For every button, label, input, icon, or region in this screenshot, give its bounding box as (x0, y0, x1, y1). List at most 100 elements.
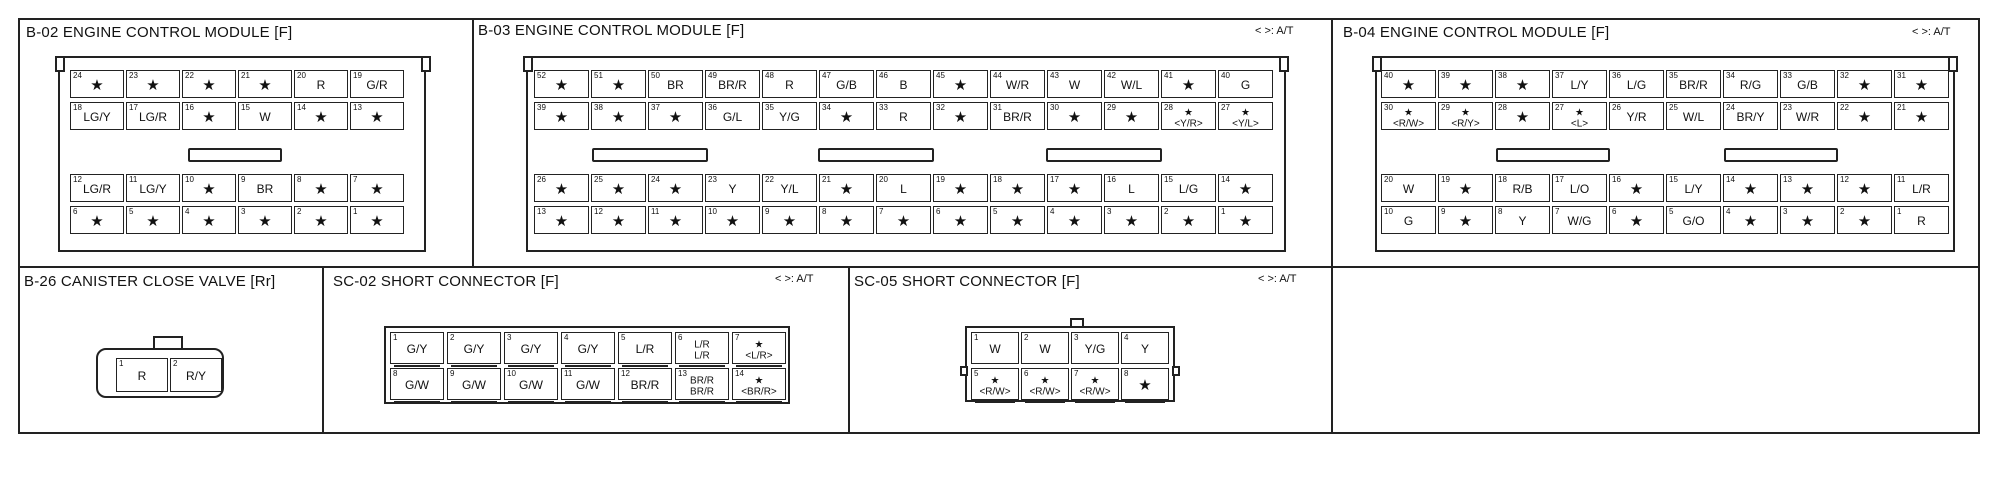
connector-pin: 37★ (648, 102, 703, 130)
wire-color: BR/R (1679, 78, 1708, 93)
wire-color: L/G (1626, 78, 1647, 93)
pin-number: 1 (1897, 207, 1902, 216)
wire-color: ★ (258, 77, 272, 95)
wire-color: ★ (1743, 181, 1758, 199)
wire-color: ★ (611, 213, 626, 231)
connector-pin: 51 ★ (591, 70, 646, 98)
wire-color: ★ (839, 181, 854, 199)
wire-color: R (899, 110, 908, 125)
at-note-b03: < >: A/T (1255, 25, 1294, 37)
connector-pin: 22★ (182, 70, 236, 98)
wire-color: ★ (1515, 109, 1530, 127)
pin-number: 12 (594, 207, 603, 216)
wire-color: ★ (90, 213, 104, 231)
pin-number: 18 (73, 103, 82, 112)
pin-number: 40 (1221, 71, 1230, 80)
wire-color: ★ (258, 213, 272, 231)
connector-pin: 34★ (819, 102, 874, 130)
b02-connector-tab-right (421, 56, 431, 72)
wire-color: L/R (635, 342, 655, 357)
connector-pin: 7★ (876, 206, 931, 234)
connector-pin: 45★ (933, 70, 988, 98)
wire-color: ★ (896, 213, 911, 231)
wire-color: G/W (462, 378, 486, 393)
wire-color: R/Y (185, 369, 206, 384)
divider (1331, 18, 1333, 266)
connector-pin: 2★ (294, 206, 348, 234)
pin-number: 10 (1384, 207, 1393, 216)
connector-pin: 39 ★ (534, 102, 589, 130)
wire-color: G/R (366, 78, 388, 93)
connector-pin: 6★ (933, 206, 988, 234)
wire-color: W (1402, 182, 1415, 197)
pin-number: 5 (621, 333, 626, 342)
wire-color: ★ (202, 213, 216, 231)
pin-number: 7 (1074, 369, 1079, 378)
pin-number: 21 (822, 175, 831, 184)
pin-number: 3 (1107, 207, 1112, 216)
pin-number: 20 (879, 175, 888, 184)
pin-number: 1 (1221, 207, 1226, 216)
wire-color: ★ (1914, 77, 1929, 95)
connector-pin: 28 ★ (1495, 102, 1550, 130)
pin-number: 11 (1897, 175, 1906, 184)
connector-pin: 2★ (1161, 206, 1216, 234)
wire-color: G/Y (406, 342, 428, 357)
pin-number: 4 (564, 333, 569, 342)
divider (1331, 266, 1333, 434)
wire-color: ★ (1629, 181, 1644, 199)
wire-color: ★ <L> (1570, 107, 1589, 130)
wire-color: ★ (668, 181, 683, 199)
wire-color: G/W (519, 378, 543, 393)
connector-pin: 14★ (294, 102, 348, 130)
pin-number: 51 (594, 71, 603, 80)
connector-pin: 16★ (1609, 174, 1664, 202)
wire-color: ★ <R/W> (979, 375, 1011, 398)
pin-number: 28 (1498, 103, 1507, 112)
wire-color: ★ (146, 213, 160, 231)
wire-color: BR/R (1003, 110, 1032, 125)
pin-number: 28 (1164, 103, 1173, 112)
wire-color: ★ (1743, 213, 1758, 231)
pin-number: 3 (1783, 207, 1788, 216)
wire-color: ★ (839, 109, 854, 127)
connector-pin: 4★ (1723, 206, 1778, 234)
section-title-sc05: SC-05 SHORT CONNECTOR [F] (854, 273, 1080, 290)
wire-color: ★ (90, 77, 104, 95)
connector-pin: 10★ (182, 174, 236, 202)
connector-pin: 9★ (1438, 206, 1493, 234)
wire-color: R (785, 78, 794, 93)
connector-pin: 16★ (182, 102, 236, 130)
connector-pin: 26★ (534, 174, 589, 202)
wire-color: L/R L/R (694, 339, 710, 362)
connector-pin: 38★ (1495, 70, 1550, 98)
pin-number: 39 (537, 103, 546, 112)
connector-pin: 22★ (1837, 102, 1892, 130)
wire-color: ★ (554, 109, 569, 127)
wire-color: ★ (725, 213, 740, 231)
wire-color: ★ (1857, 213, 1872, 231)
pin-number: 8 (393, 369, 398, 378)
pin-number: 6 (73, 207, 78, 216)
pin-number: 19 (936, 175, 945, 184)
wire-color: ★ <Y/L> (1232, 107, 1259, 130)
wire-color: Y/L (780, 182, 799, 197)
section-title-sc02: SC-02 SHORT CONNECTOR [F] (333, 273, 559, 290)
section-title-b04: B-04 ENGINE CONTROL MODULE [F] (1343, 24, 1610, 41)
wire-color: ★ (611, 77, 626, 95)
wire-color: ★ (1181, 213, 1196, 231)
